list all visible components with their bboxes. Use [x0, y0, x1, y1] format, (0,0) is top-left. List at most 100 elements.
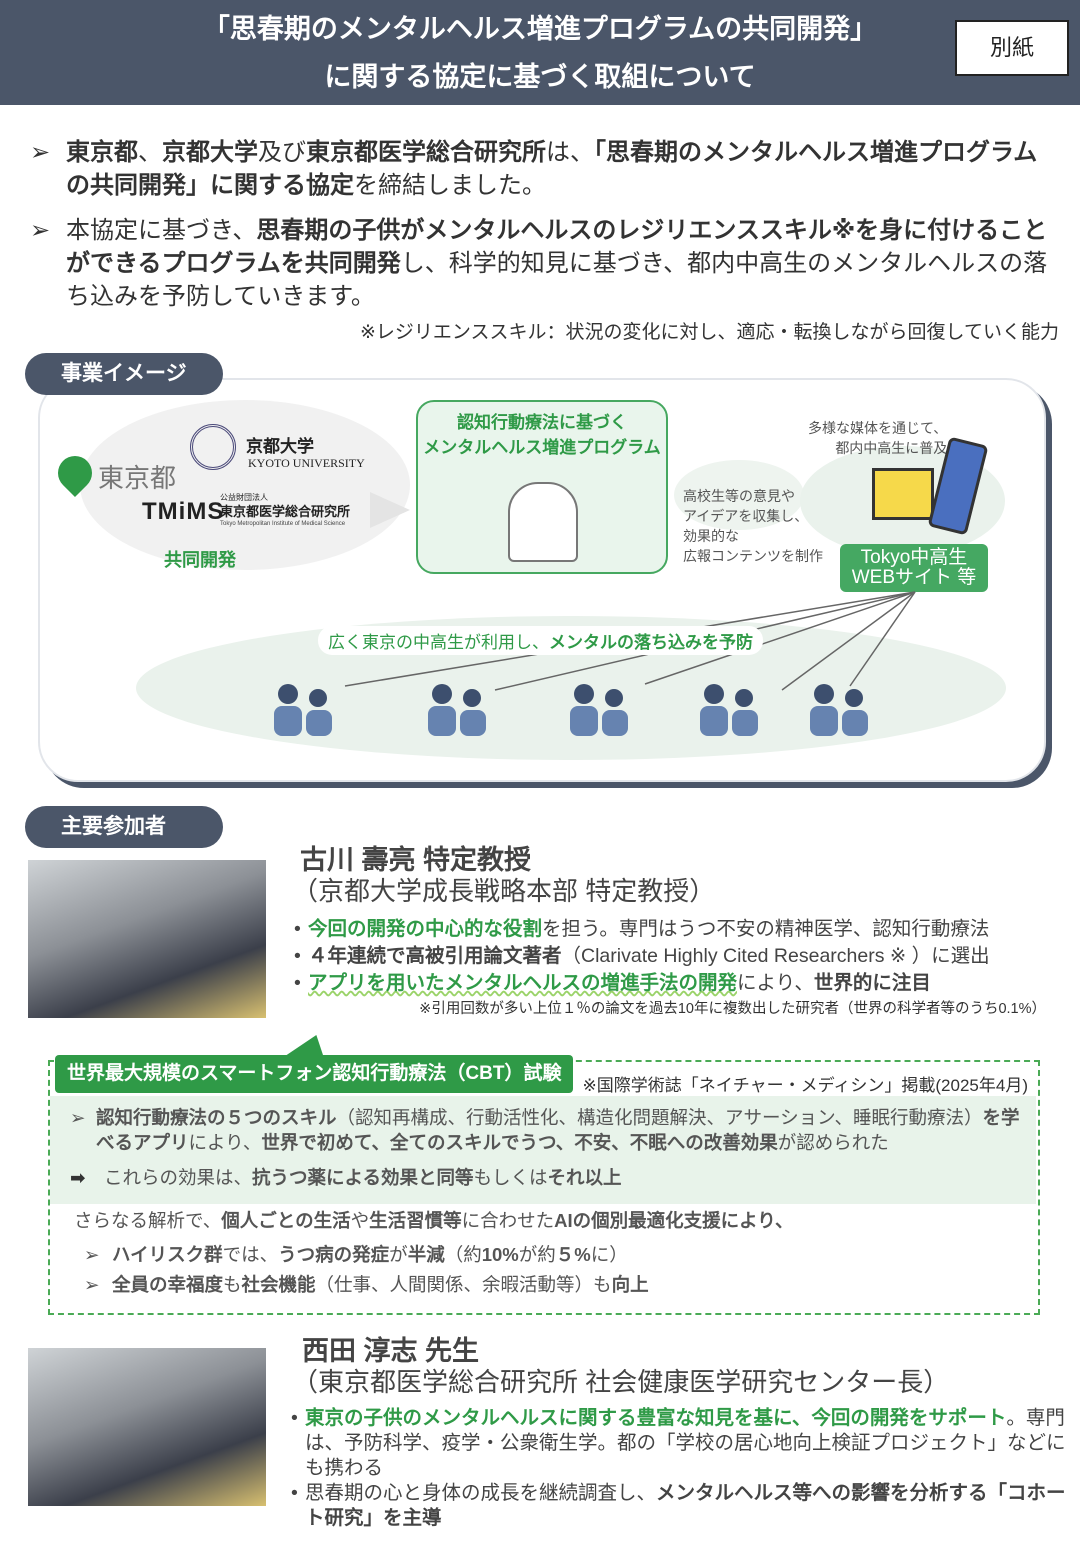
text-segment: 広く東京の中高生が利用し、 — [328, 633, 549, 652]
tokyo-logo-text: 東京都 — [98, 463, 177, 493]
distribution-arrow — [781, 591, 916, 691]
emphasis-segment: 東京都 — [66, 139, 138, 166]
emphasis-segment: 京都大学 — [162, 139, 258, 166]
rich-text: これらの効果は、抗うつ薬による効果と同等もしくはそれ以上 — [104, 1167, 622, 1188]
students-icon — [694, 680, 764, 738]
person2-name: 西田 淳志 先生 — [302, 1336, 480, 1366]
rich-text: 今回の開発の中心的な役割を担う。専門はうつ不安の精神医学、認知行動療法 — [308, 918, 989, 940]
text-segment: これらの効果は、 — [104, 1167, 253, 1188]
text-segment: （認知再構成、行動活性化、構造化問題解決、アサーション、睡眠行動療法） — [336, 1107, 983, 1128]
text-segment: が約 — [518, 1244, 556, 1265]
citation-note: ※引用回数が多い上位１％の論文を過去10年に複数出した研究者（世界の科学者等のう… — [419, 1001, 1046, 1017]
kyoto-university-seal-icon — [190, 424, 236, 470]
photo-nishida — [28, 1348, 266, 1506]
collect-line: 広報コンテンツを制作 — [683, 548, 823, 564]
person2-block: 西田 淳志 先生 （東京都医学総合研究所 社会健康医学研究センター長） •東京の… — [291, 1336, 1067, 1531]
title-line-2: に関する協定に基づく取組について — [324, 62, 756, 92]
emphasis-segment: 個人ごとの生活 — [221, 1210, 351, 1231]
flow-arrow-shape — [674, 460, 804, 530]
emphasis-segment: 「思春期のメンタルヘルス増進プログラムの共同開発」に関する協定 — [66, 139, 1038, 199]
text-segment: （Clarivate Highly Cited Researchers ※ ）に… — [561, 945, 990, 967]
text-segment: や — [350, 1210, 370, 1231]
kyoto-name-ja: 京都大学 — [246, 437, 314, 457]
bullet-dot-icon: • — [291, 1482, 298, 1504]
distribution-arrow — [849, 591, 916, 687]
text-segment: が — [389, 1244, 408, 1265]
kyoto-name-en: KYOTO UNIVERSITY — [248, 456, 365, 470]
emphasis-segment: ハイリスク群 — [112, 1244, 223, 1265]
emphasis-segment: を学べるアプリ — [96, 1107, 1020, 1153]
students-illustration-icon — [508, 482, 578, 562]
web-site-box: Tokyo中高生 WEBサイト 等 — [840, 544, 988, 592]
list-item: •４年連続で高被引用論文著者（Clarivate Highly Cited Re… — [294, 943, 1062, 970]
emphasis-segment: 世界で初めて、全てのスキルでうつ、不安、不眠への改善効果 — [261, 1132, 778, 1153]
emphasis-segment: アプリを用いたメンタルヘルスの増進手法の開発 — [308, 972, 738, 994]
bullet-dot-icon: • — [291, 1407, 298, 1429]
media-text: 多様な媒体を通じて、 都内中高生に普及 — [808, 418, 947, 458]
emphasis-segment: 10% — [481, 1244, 519, 1265]
students-icon — [804, 680, 874, 738]
bullet-2: ➢本協定に基づき、思春期の子供がメンタルヘルスのレジリエンススキル※を身に付ける… — [30, 214, 1055, 313]
emphasis-segment: 向上 — [611, 1274, 649, 1295]
tmims-name-en: Tokyo Metropolitan Institute of Medical … — [220, 521, 346, 527]
emphasis-segment: 抗うつ薬による効果と同等 — [252, 1167, 474, 1188]
laptop-icon — [872, 468, 934, 520]
text-segment: に合わせた — [461, 1210, 555, 1231]
students-icon — [564, 680, 634, 738]
title-line-1: 「思春期のメンタルヘルス増進プログラムの共同開発」 — [202, 14, 878, 44]
usage-text: 広く東京の中高生が利用し、メンタルの落ち込みを予防 — [318, 626, 763, 655]
list-item: • 今回の開発の中心的な役割を担う。専門はうつ不安の精神医学、認知行動療法 — [294, 916, 1062, 943]
text-segment: も — [223, 1274, 242, 1295]
person1-block: 古川 壽亮 特定教授 （京都大学成長戦略本部 特定教授） •今回の開発の中心的な… — [292, 845, 1062, 1019]
person2-affiliation: （東京都医学総合研究所 社会健康医学研究センター長） — [292, 1367, 950, 1397]
program-title-1: 認知行動療法に基づく — [457, 413, 627, 432]
bullet-dot-icon: • — [294, 972, 301, 994]
arrow-bullet-icon: ➢ — [30, 139, 51, 166]
emphasis-segment: 世界的に注目 — [813, 972, 931, 994]
rich-text: ４年連続で高被引用論文著者（Clarivate Highly Cited Res… — [308, 945, 990, 967]
text-segment: により、 — [737, 972, 814, 994]
text-segment: により、 — [188, 1132, 262, 1153]
text-segment: を担う。専門はうつ不安の精神医学、認知行動療法 — [542, 918, 990, 940]
emphasis-segment: 社会機能 — [241, 1274, 316, 1295]
tmims-corp: 公益財団法人 — [220, 493, 268, 502]
intro-section: ➢東京都、京都大学及び東京都医学総合研究所は、「思春期のメンタルヘルス増進プログ… — [30, 136, 1059, 345]
students-icon — [422, 680, 492, 738]
bullet-1: ➢東京都、京都大学及び東京都医学総合研究所は、「思春期のメンタルヘルス増進プログ… — [30, 136, 1055, 202]
rich-text: 思春期の心と身体の成長を継続調査し、メンタルヘルス等への影響を分析する「コホート… — [305, 1482, 1066, 1529]
emphasis-segment: AIの個別最適化支援により、 — [554, 1210, 794, 1231]
web-title-1: Tokyo中高生 — [860, 547, 968, 568]
collect-text: 高校生等の意見や アイデアを収集し、 効果的な 広報コンテンツを制作 — [683, 486, 823, 566]
text-segment: 思春期の心と身体の成長を継続調査し、 — [305, 1482, 657, 1504]
emphasis-segment: 半減 — [407, 1244, 445, 1265]
text-segment: に） — [590, 1244, 628, 1265]
text-segment: を締結しました。 — [354, 172, 546, 199]
cbt-item-2: ➡これらの効果は、抗うつ薬による効果と同等もしくはそれ以上 — [70, 1165, 1032, 1190]
attachment-badge: 別紙 — [955, 20, 1069, 76]
list-item: •東京の子供のメンタルヘルスに関する豊富な知見を基に、今回の開発をサポート。専門… — [291, 1406, 1067, 1481]
rich-text: 認知行動療法の５つのスキル（認知再構成、行動活性化、構造化問題解決、アサーション… — [96, 1107, 1020, 1153]
emphasis-segment: 今回の開発の中心的な役割 — [308, 918, 543, 940]
distribution-arrows — [344, 591, 916, 691]
rich-text: 全員の幸福度も社会機能（仕事、人間関係、余暇活動等）も向上 — [112, 1274, 649, 1295]
emphasis-segment: うつ病の発症 — [278, 1244, 390, 1265]
resilience-note: ※レジリエンススキル：状況の変化に対し、適応・転換しながら回復していく能力 — [360, 322, 1059, 343]
collect-line: 高校生等の意見や — [683, 488, 795, 504]
joint-dev-text: 共同開発 — [164, 550, 236, 570]
cbt-item-1: ➢認知行動療法の５つのスキル（認知再構成、行動活性化、構造化問題解決、アサーショ… — [70, 1105, 1032, 1155]
callout-pointer-icon — [283, 1035, 337, 1057]
emphasis-segment: メンタルヘルス等への影響を分析する「コホート研究」を主導 — [305, 1482, 1066, 1529]
text-segment: 本協定に基づき、 — [66, 217, 257, 244]
bullet-dot-icon: • — [294, 918, 301, 940]
distribution-arrow — [644, 591, 916, 685]
person1-affiliation: （京都大学成長戦略本部 特定教授） — [292, 876, 716, 906]
program-box: 認知行動療法に基づく メンタルヘルス増進プログラム — [416, 400, 668, 574]
cbt-source: ※国際学術誌「ネイチャー・メディシン」掲載(2025年4月) — [582, 1076, 1028, 1095]
arrow-right-icon — [370, 492, 410, 528]
program-title-2: メンタルヘルス増進プログラム — [423, 438, 661, 457]
text-segment: （仕事、人間関係、余暇活動等）も — [315, 1274, 612, 1295]
text-segment: （約 — [444, 1244, 482, 1265]
bullet-text: 東京都、京都大学及び東京都医学総合研究所は、「思春期のメンタルヘルス増進プログラ… — [66, 139, 1037, 199]
emphasis-segment: メンタルの落ち込みを予防 — [549, 633, 753, 652]
text-segment: 及び — [258, 139, 306, 166]
